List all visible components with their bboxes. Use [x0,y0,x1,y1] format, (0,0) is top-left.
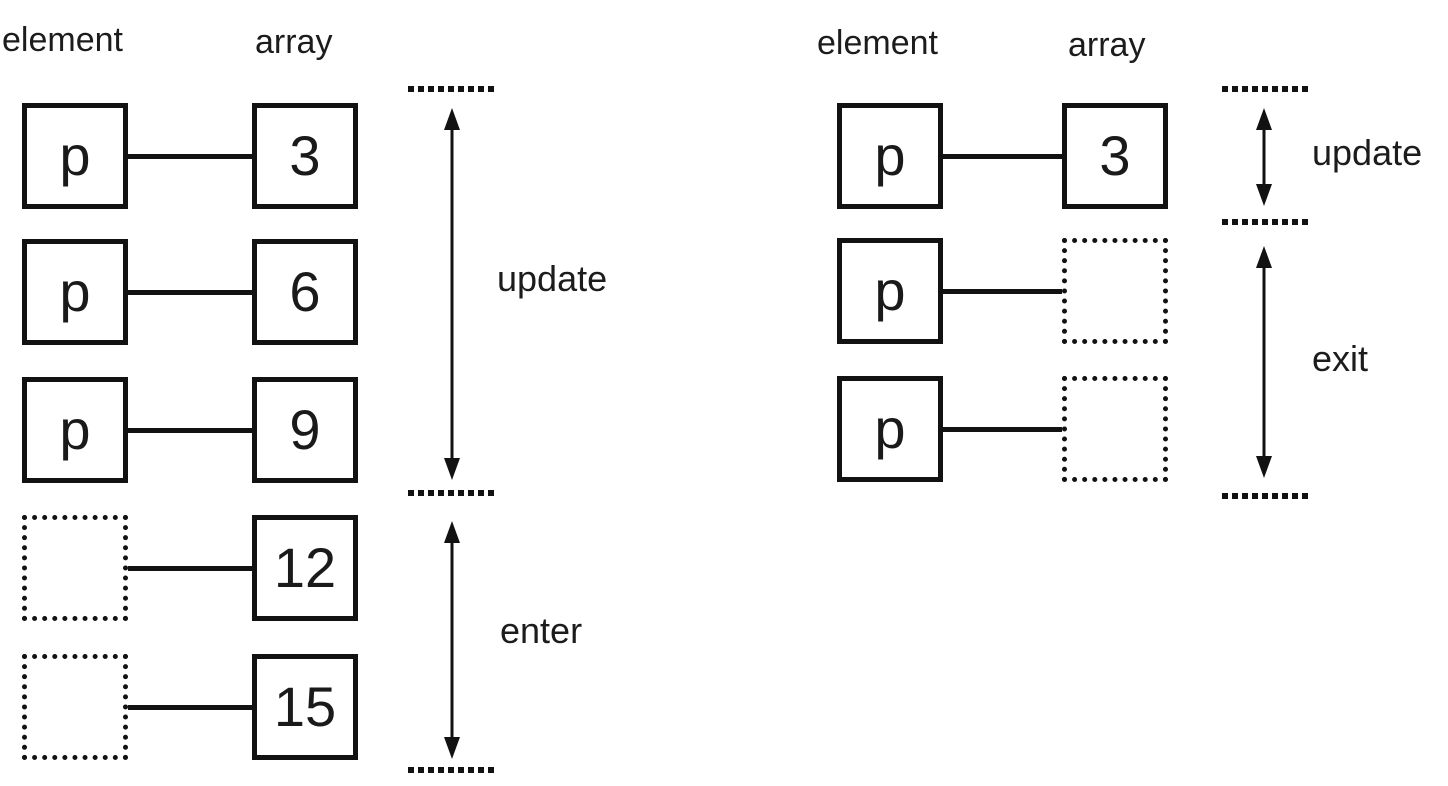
left-element-box-1: p [22,103,128,209]
right-update-label: update [1312,132,1423,173]
link-line [128,566,252,571]
element-box-label: p [59,124,91,187]
left-enter-label: enter [500,610,583,651]
link-line [128,154,252,159]
element-box-label: p [874,397,906,460]
element-box-label: p [874,259,906,322]
left-update-range-arrow-icon [444,108,460,480]
array-box-label: 3 [289,124,321,187]
left-enter-range-arrow-icon [444,521,460,759]
array-box-label: 6 [289,260,321,323]
bracket-tick-line [408,767,496,773]
left-array-box-2: 6 [252,239,358,345]
right-array-box-1: 3 [1062,103,1168,209]
right-exit-label: exit [1312,338,1369,379]
left-element-box-3: p [22,377,128,483]
right-element-box-1: p [837,103,943,209]
link-line [128,290,252,295]
left-element-box-2: p [22,239,128,345]
right-element-column-header: element [817,24,938,62]
left-array-box-4: 12 [252,515,358,621]
right-update-range-arrow-icon [1256,108,1272,206]
left-array-box-3: 9 [252,377,358,483]
left-element-box-5-placeholder [22,654,128,760]
left-update-label: update [497,258,608,299]
link-line [128,428,252,433]
right-element-box-2: p [837,238,943,344]
array-box-label: 15 [273,675,337,738]
bracket-tick-line [1222,219,1310,225]
link-line [128,705,252,710]
left-element-box-4-placeholder [22,515,128,621]
element-box-label: p [59,260,91,323]
left-array-box-1: 3 [252,103,358,209]
link-line [943,154,1062,159]
left-element-column-header: element [2,21,123,59]
array-box-label: 9 [289,398,321,461]
element-box-label: p [59,398,91,461]
right-array-column-header: array [1068,26,1146,64]
bracket-tick-line [408,490,496,496]
array-box-label: 12 [273,536,337,599]
link-line [943,427,1062,432]
array-box-label: 3 [1099,124,1131,187]
bracket-tick-line [1222,493,1310,499]
link-line [943,289,1062,294]
right-array-box-3-placeholder [1062,376,1168,482]
right-array-box-2-placeholder [1062,238,1168,344]
element-box-label: p [874,124,906,187]
right-element-box-3: p [837,376,943,482]
left-array-box-5: 15 [252,654,358,760]
right-exit-range-arrow-icon [1256,246,1272,478]
left-array-column-header: array [255,23,333,61]
bracket-tick-line [1222,86,1310,92]
bracket-tick-line [408,86,496,92]
